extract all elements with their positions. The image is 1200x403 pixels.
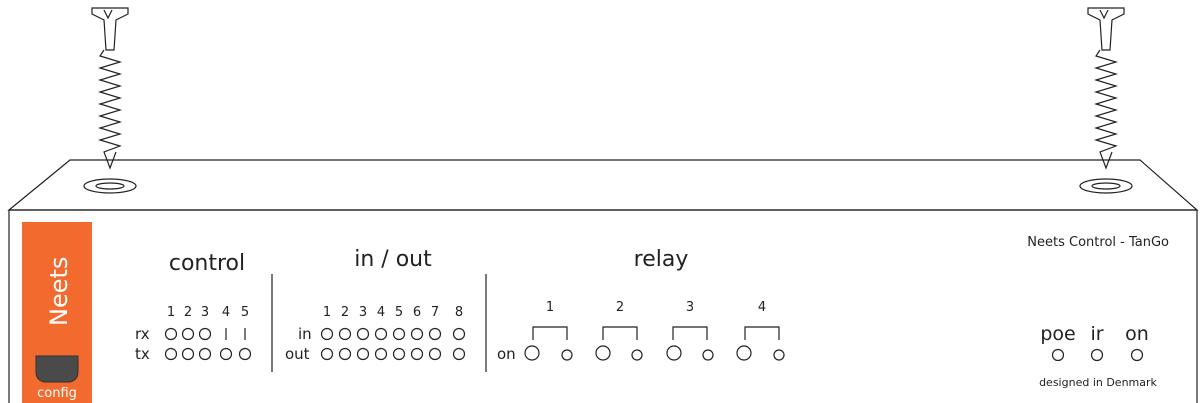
- poe-label: poe: [1040, 323, 1075, 345]
- tx-led: [164, 347, 178, 361]
- in-led: [428, 327, 442, 341]
- control-port-number: 5: [241, 305, 249, 320]
- out-label: out: [285, 345, 310, 363]
- ir-led: [1090, 348, 1104, 362]
- device-chassis: [7, 159, 1199, 403]
- in-led: [338, 327, 352, 341]
- chassis-top: [7, 159, 1199, 211]
- brand-logo: Neets: [45, 257, 73, 326]
- in-led: [452, 327, 466, 341]
- out-led: [428, 347, 442, 361]
- on-label: on: [1125, 323, 1149, 345]
- relay-number: 4: [758, 300, 766, 315]
- in-led: [392, 327, 406, 341]
- relay-section: 1 2 3 4 on: [497, 300, 785, 363]
- in-led: [320, 327, 334, 341]
- inout-port-number: 1: [323, 305, 331, 320]
- inout-port-number: 3: [359, 305, 367, 320]
- usb-config-port-icon[interactable]: [35, 355, 79, 383]
- mounting-screw-right-icon: [1079, 7, 1133, 194]
- mounting-screw-left-icon: [83, 7, 137, 194]
- relay-switch-bracket: [672, 326, 708, 340]
- relay-title: relay: [634, 247, 689, 272]
- relay-led: [561, 349, 573, 361]
- inout-port-number: 5: [395, 305, 403, 320]
- relay-led: [666, 345, 682, 361]
- in-led: [356, 327, 370, 341]
- status-section: poe ir on designed in Denmark: [1039, 323, 1157, 389]
- control-port-number: 4: [222, 305, 230, 320]
- relay-led: [631, 349, 643, 361]
- relay-led: [595, 345, 611, 361]
- brand-panel: Neets config: [22, 222, 92, 403]
- device-name: Neets Control - TanGo: [1027, 235, 1169, 250]
- in-led: [410, 327, 424, 341]
- control-port-number: 1: [167, 305, 175, 320]
- control-port-number: 3: [201, 305, 209, 320]
- tx-led: [219, 347, 233, 361]
- in-label: in: [298, 325, 312, 343]
- tx-led: [181, 347, 195, 361]
- control-section: 1 2 3 4 5 rx tx: [135, 305, 252, 363]
- inout-port-number: 7: [431, 305, 439, 320]
- inout-port-number: 4: [377, 305, 385, 320]
- tx-label: tx: [135, 345, 150, 363]
- inout-port-number: 6: [413, 305, 421, 320]
- out-led: [338, 347, 352, 361]
- tx-led: [198, 347, 212, 361]
- relay-led: [736, 345, 752, 361]
- out-led: [410, 347, 424, 361]
- rx-label: rx: [135, 325, 150, 343]
- inout-title: in / out: [354, 247, 432, 272]
- relay-number: 3: [686, 300, 694, 315]
- on-led: [1130, 348, 1144, 362]
- relay-led: [773, 349, 785, 361]
- out-led: [392, 347, 406, 361]
- config-label: config: [37, 386, 77, 401]
- control-title: control: [169, 251, 245, 276]
- out-led: [356, 347, 370, 361]
- rx-led: [181, 327, 195, 341]
- inout-port-number: 2: [341, 305, 349, 320]
- out-led: [320, 347, 334, 361]
- tx-led: [238, 347, 252, 361]
- relay-number: 1: [546, 300, 554, 315]
- relay-on-label: on: [497, 345, 516, 363]
- relay-switch-bracket: [744, 326, 780, 340]
- rx-led: [198, 327, 212, 341]
- footer-text: designed in Denmark: [1039, 376, 1157, 389]
- control-port-number: 2: [184, 305, 192, 320]
- rx-led: [164, 327, 178, 341]
- relay-switch-bracket: [602, 326, 638, 340]
- poe-led: [1051, 348, 1065, 362]
- relay-led: [524, 345, 540, 361]
- relay-number: 2: [616, 300, 624, 315]
- relay-led: [702, 349, 714, 361]
- in-led: [374, 327, 388, 341]
- relay-switch-bracket: [532, 326, 568, 340]
- inout-section: 1 2 3 4 5 6 7 8 in out: [285, 305, 466, 363]
- out-led: [452, 347, 466, 361]
- ir-label: ir: [1090, 323, 1103, 345]
- out-led: [374, 347, 388, 361]
- inout-port-number: 8: [455, 305, 463, 320]
